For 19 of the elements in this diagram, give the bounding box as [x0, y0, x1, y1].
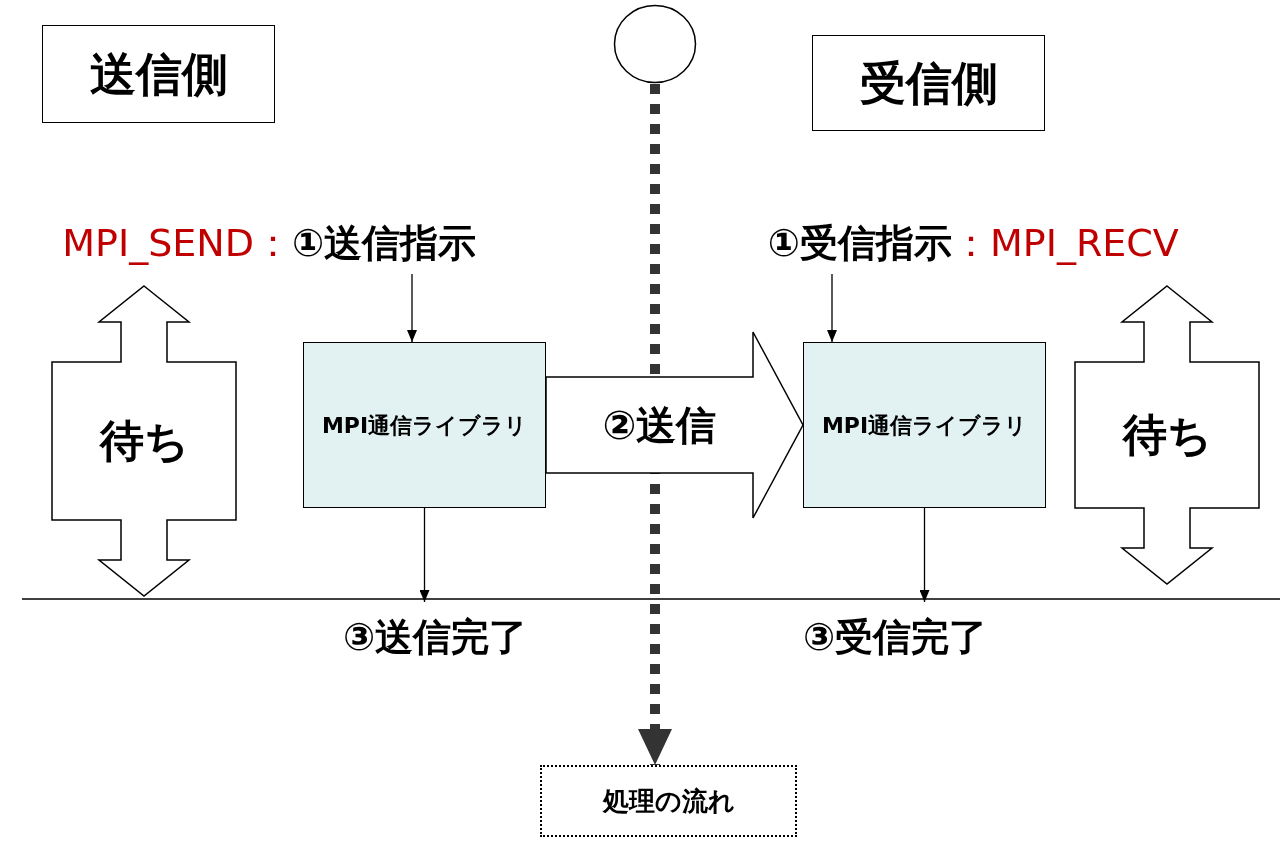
function-name: ：MPI_RECV — [952, 219, 1179, 267]
step-label: ①送信指示 — [292, 219, 477, 267]
wait-label: 待ち — [99, 413, 189, 468]
complete-label: ③送信完了 — [342, 613, 528, 661]
function-name: MPI_SEND： — [62, 219, 292, 267]
wait-label: 待ち — [1122, 407, 1212, 462]
process-box: MPI通信ライブラリ — [303, 342, 546, 508]
note-box: 処理の流れ — [540, 765, 797, 837]
arrow — [407, 273, 417, 343]
process-box: MPI通信ライブラリ — [803, 342, 1046, 508]
arrow — [419, 507, 430, 603]
label-box: 送信側 — [42, 25, 275, 123]
edge-label: ②送信 — [602, 400, 717, 450]
block-arrow — [545, 331, 804, 519]
label-box: 受信側 — [812, 35, 1045, 131]
arrow — [827, 273, 837, 343]
arrow — [919, 507, 930, 603]
complete-label: ③受信完了 — [802, 613, 988, 661]
step-label: ①受信指示 — [767, 219, 952, 267]
